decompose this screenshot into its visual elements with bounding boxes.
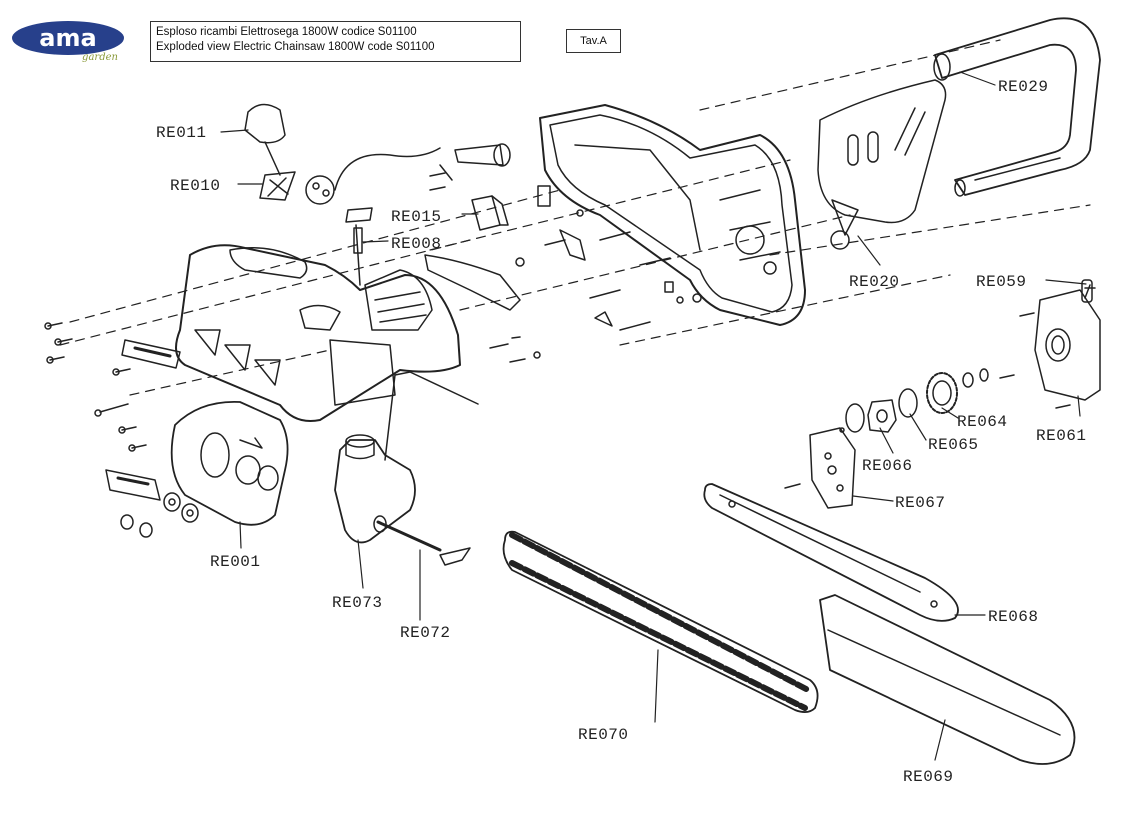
oil-pump-rod-part	[373, 515, 442, 552]
warning-label-plate	[121, 339, 181, 369]
logo-subtext: garden	[82, 52, 118, 63]
part-labels: RE011 RE010 RE015 RE008 RE029 RE020 RE05…	[156, 78, 1087, 786]
screws-left-group	[44, 322, 147, 452]
rear-handle-part	[933, 17, 1101, 197]
label-re068: RE068	[988, 608, 1039, 626]
bar-cover-part	[819, 594, 1076, 765]
label-re070: RE070	[578, 726, 629, 744]
logo-text: ama	[39, 24, 96, 52]
label-re069: RE069	[903, 768, 954, 786]
label-re059: RE059	[976, 273, 1027, 291]
hand-guard-part	[817, 79, 947, 250]
drive-gear-part	[926, 368, 989, 414]
clutch-disc-part	[898, 388, 918, 418]
label-re064: RE064	[957, 413, 1008, 431]
clip-part	[439, 547, 471, 566]
screws-right-group	[999, 312, 1071, 409]
power-cable-part	[305, 147, 441, 205]
oil-tank-part	[334, 434, 416, 544]
bar-plate-part	[784, 427, 856, 509]
logo-ellipse	[12, 21, 124, 55]
label-re065: RE065	[928, 436, 979, 454]
label-re029: RE029	[998, 78, 1049, 96]
label-re066: RE066	[862, 457, 913, 475]
brake-lever-part	[424, 254, 521, 311]
brand-label-plate	[105, 469, 161, 501]
label-re008: RE008	[391, 235, 442, 253]
saw-chain-part	[502, 530, 819, 713]
housing-left-half	[175, 244, 461, 422]
table-reference: Tav.A	[566, 29, 621, 53]
label-re010: RE010	[170, 177, 221, 195]
small-parts-middle	[429, 164, 702, 363]
label-re011: RE011	[156, 124, 207, 142]
leader-lines	[220, 71, 1087, 761]
label-re061: RE061	[1036, 427, 1087, 445]
carbon-brush-part	[345, 207, 373, 286]
sprocket-cover-part	[170, 400, 289, 526]
sprocket-part	[839, 399, 897, 433]
washers-nuts-group	[120, 492, 199, 538]
label-re001: RE001	[210, 553, 261, 571]
guide-bar-part	[703, 483, 959, 622]
title-line-italian: Esploso ricambi Elettrosega 1800W codice…	[156, 26, 417, 38]
switch-plate-part	[259, 171, 296, 201]
label-re020: RE020	[849, 273, 900, 291]
knob-part	[244, 103, 286, 176]
housing-right-half	[539, 104, 806, 326]
capacitor-part	[471, 195, 509, 231]
label-re073: RE073	[332, 594, 383, 612]
label-re015: RE015	[391, 208, 442, 226]
label-re067: RE067	[895, 494, 946, 512]
wire-part	[384, 371, 479, 461]
cable-sleeve-part	[454, 143, 511, 167]
title-box: Esploso ricambi Elettrosega 1800W codice…	[150, 21, 521, 62]
title-line-english: Exploded view Electric Chainsaw 1800W co…	[156, 41, 435, 53]
ama-garden-logo: ama garden	[10, 19, 126, 63]
assembly-axis-lines	[59, 39, 1091, 396]
gear-housing-plate	[1034, 279, 1101, 401]
label-re072: RE072	[400, 624, 451, 642]
